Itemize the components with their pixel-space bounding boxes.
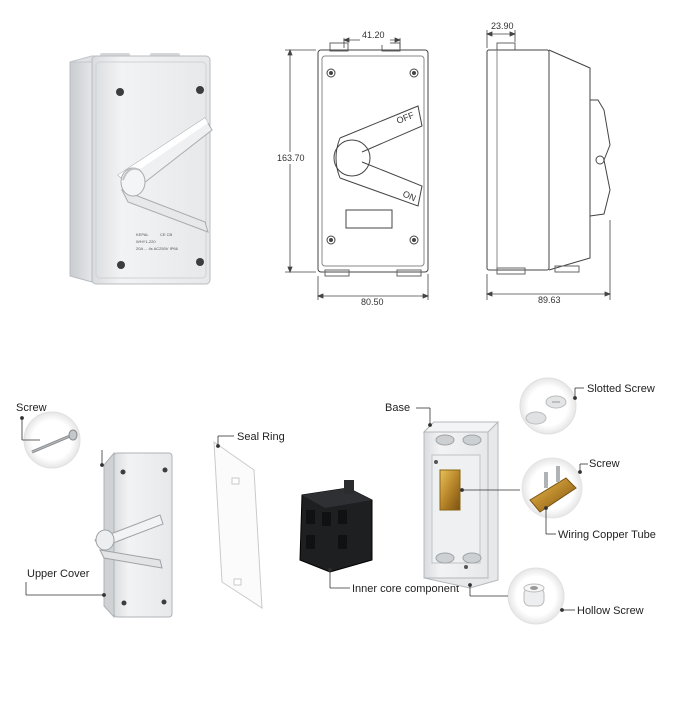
copper-tube-detail bbox=[521, 457, 583, 519]
dim-front-width: 41.20 bbox=[362, 30, 385, 40]
label-inner-core: Inner core component bbox=[352, 583, 459, 595]
label-seal-ring: Seal Ring bbox=[237, 431, 285, 443]
model-mark: WHY1-220 bbox=[136, 239, 156, 244]
dim-side-depth: 23.90 bbox=[491, 21, 514, 31]
slotted-screw-detail bbox=[519, 377, 577, 435]
label-screw-right: Screw bbox=[589, 458, 620, 470]
hollow-screw-detail bbox=[507, 567, 565, 625]
dim-overall-width: 80.50 bbox=[361, 297, 384, 307]
label-hollow-screw: Hollow Screw bbox=[577, 605, 644, 617]
label-wiring-copper-tube: Wiring Copper Tube bbox=[558, 529, 656, 541]
inner-core-part bbox=[299, 480, 373, 573]
screw-left-detail bbox=[23, 411, 81, 469]
off-label: OFF bbox=[395, 110, 416, 126]
rating-mark: 20A ... 4s AC250V IP66 bbox=[136, 246, 179, 251]
upper-cover-part bbox=[94, 451, 173, 619]
seal-ring-part bbox=[213, 440, 263, 609]
brand-mark: KEPAL bbox=[136, 232, 149, 237]
side-view-drawing bbox=[486, 42, 611, 275]
leader-core bbox=[328, 568, 350, 589]
dim-height: 163.70 bbox=[277, 153, 305, 163]
label-screw-left: Screw bbox=[16, 402, 47, 414]
leader-seal bbox=[216, 435, 234, 448]
label-slotted-screw: Slotted Screw bbox=[587, 383, 655, 395]
dimension-lines-side bbox=[485, 30, 612, 300]
label-upper-cover: Upper Cover bbox=[27, 568, 90, 580]
product-marking: KEPAL CE CB WHY1-220 20A ... 4s AC250V I… bbox=[136, 232, 179, 251]
leader-lines-left bbox=[20, 416, 106, 597]
switch-product-photo: KEPAL CE CB WHY1-220 20A ... 4s AC250V I… bbox=[69, 53, 213, 285]
base-part bbox=[422, 421, 500, 589]
dim-overall-depth: 89.63 bbox=[538, 295, 561, 305]
front-view-drawing bbox=[317, 42, 429, 277]
dimension-lines-front bbox=[285, 37, 430, 300]
leader-lines-right bbox=[416, 387, 588, 612]
cert-mark: CE CB bbox=[160, 232, 173, 237]
label-base: Base bbox=[385, 402, 410, 414]
